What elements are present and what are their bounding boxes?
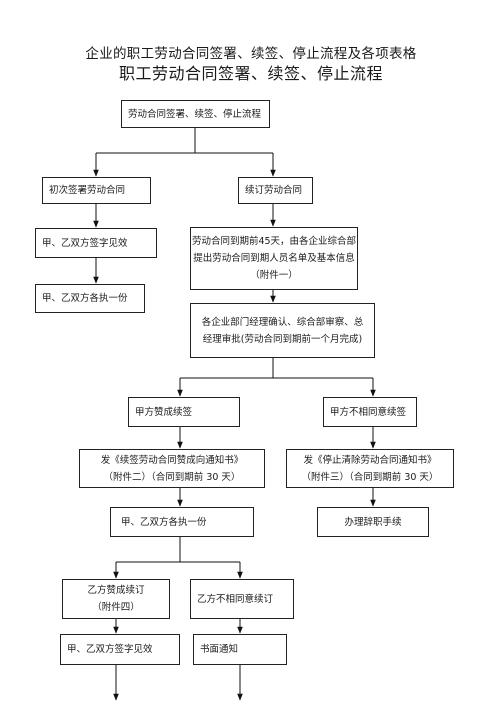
node-manager-approve-line-2: 经理审批(劳动合同到期前一个月完成) <box>202 333 363 345</box>
node-party-a-disagree: 甲方不相同意续签 <box>323 397 417 427</box>
node-both-sign: 甲、乙双方签字见效 <box>35 228 157 258</box>
node-party-b-disagree-label: 乙方不相同意续订 <box>197 593 274 605</box>
node-renew: 续订劳动合同 <box>238 177 313 204</box>
node-party-a-agree-label: 甲方赞成续签 <box>135 406 193 418</box>
node-notice-agree-line-1: 发《续签劳动合同赞成向通知书》 <box>100 454 244 466</box>
document-title: 企业的职工劳动合同签署、续签、停止流程及各项表格 <box>85 46 417 62</box>
node-written-notice-label: 书面通知 <box>200 644 239 655</box>
node-party-b-agree-line-2: （附件四） <box>92 602 140 613</box>
node-party-b-agree: 乙方赞成续订 （附件四） <box>62 579 170 619</box>
node-root: 劳动合同签署、续签、停止流程 <box>121 100 270 128</box>
node-first-sign-label: 初次签署劳动合同 <box>49 185 126 196</box>
page-title: 职工劳动合同签署、续签、停止流程 <box>118 64 383 83</box>
node-notice-45-line-2: 提出劳动合同到期人员名单及基本信息 <box>193 253 355 264</box>
node-manager-approve-line-1: 各企业部门经理确认、综合部审察、总 <box>201 316 364 328</box>
node-both-sign-label: 甲、乙双方签字见效 <box>42 237 128 249</box>
node-notice-45-line-3: （附件一） <box>250 270 298 281</box>
node-party-b-agree-line-1: 乙方赞成续订 <box>87 585 145 596</box>
node-party-a-disagree-label: 甲方不相同意续签 <box>330 406 407 418</box>
node-both-keep-label: 甲、乙双方各执一份 <box>42 293 128 304</box>
node-notice-agree-line-2: （附件二）（合同到期前 30 天） <box>103 471 241 483</box>
node-both-keep-2: 甲、乙双方各执一份 <box>110 507 254 537</box>
node-renew-label: 续订劳动合同 <box>245 185 303 196</box>
node-first-sign: 初次签署劳动合同 <box>42 177 151 204</box>
node-notice-terminate: 发《停止清除劳动合同通知书》 （附件三）（合同到期前 30 天） <box>286 449 454 488</box>
node-written-notice: 书面通知 <box>193 634 287 665</box>
node-party-b-disagree: 乙方不相同意续订 <box>190 579 294 619</box>
node-notice-agree: 发《续签劳动合同赞成向通知书》 （附件二）（合同到期前 30 天） <box>79 449 265 488</box>
node-both-sign-2: 甲、乙双方签字见效 <box>60 634 180 665</box>
node-resign: 办理辞职手续 <box>317 507 429 537</box>
node-resign-label: 办理辞职手续 <box>344 516 402 528</box>
node-notice-45: 劳动合同到期前45天，由各企业综合部 提出劳动合同到期人员名单及基本信息 （附件… <box>190 227 358 290</box>
node-notice-terminate-line-2: （附件三）（合同到期前 30 天） <box>301 471 439 483</box>
node-manager-approve: 各企业部门经理确认、综合部审察、总 经理审批(劳动合同到期前一个月完成) <box>190 303 375 358</box>
node-root-label: 劳动合同签署、续签、停止流程 <box>128 108 262 120</box>
node-notice-45-line-1: 劳动合同到期前45天，由各企业综合部 <box>191 236 357 247</box>
node-party-a-agree: 甲方赞成续签 <box>128 397 240 427</box>
node-both-sign-2-label: 甲、乙双方签字见效 <box>67 644 153 655</box>
node-both-keep-2-label: 甲、乙双方各执一份 <box>121 516 207 528</box>
node-notice-terminate-line-1: 发《停止清除劳动合同通知书》 <box>303 454 437 466</box>
node-both-keep: 甲、乙双方各执一份 <box>35 284 145 313</box>
